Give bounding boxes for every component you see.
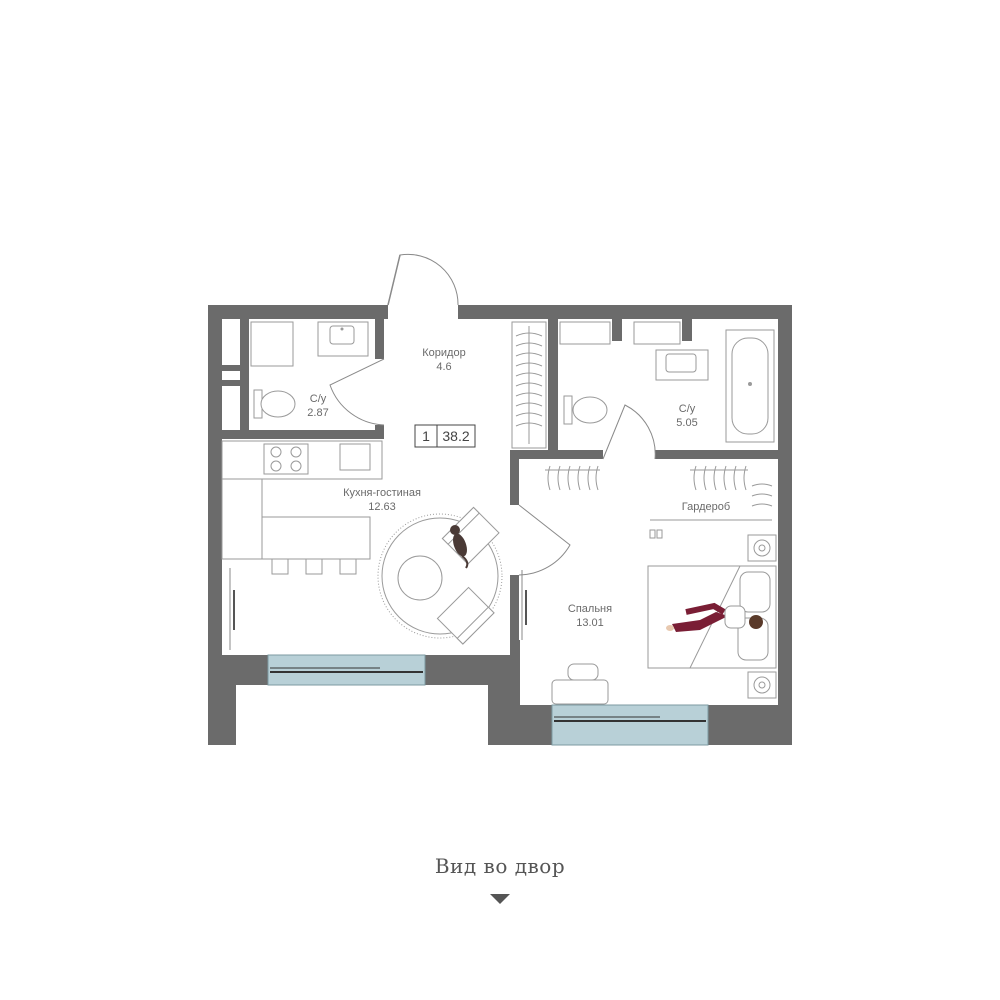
kitchen-furniture: [221, 440, 383, 575]
apartment-badge: 1 38.2: [414, 424, 476, 448]
window-kitchen: [267, 654, 426, 686]
room-labels: Коридор 4.6 С/у 2.87 С/у 5.05 Кухня-гост…: [307, 347, 730, 629]
living-area: [377, 506, 503, 645]
badge-total-area: 38.2: [442, 428, 469, 444]
label-wardrobe-name: Гардероб: [682, 501, 730, 513]
label-corridor-area: 4.6: [436, 361, 451, 373]
label-corridor-name: Коридор: [422, 347, 465, 359]
window-left-side: [229, 568, 235, 650]
window-bedroom: [551, 704, 709, 746]
windows: [229, 568, 709, 746]
label-bathroom-large-name: С/у: [679, 403, 696, 415]
label-bathroom-small-area: 2.87: [307, 407, 328, 419]
window-bedroom-side: [521, 570, 527, 640]
badge-rooms-count: 1: [422, 428, 430, 444]
label-bathroom-small-name: С/у: [310, 393, 327, 405]
view-direction-label: Вид во двор: [434, 854, 566, 878]
exterior-walls: [208, 305, 792, 745]
doors: [329, 253, 656, 576]
label-bedroom-name: Спальня: [568, 603, 612, 615]
cat-illustration: [450, 525, 469, 569]
bathroom-small-fixtures: [250, 321, 369, 419]
label-kitchen-living-area: 12.63: [368, 501, 396, 513]
label-kitchen-living-name: Кухня-гостиная: [343, 487, 421, 499]
wardrobe-room-furniture: [545, 465, 773, 539]
bedroom-furniture: [551, 534, 777, 705]
bathroom-large-fixtures: [559, 321, 775, 443]
interior-walls: [222, 319, 778, 660]
person-illustration: [666, 602, 763, 632]
corridor-wardrobe: [511, 321, 547, 449]
label-bedroom-area: 13.01: [576, 617, 604, 629]
label-bathroom-large-area: 5.05: [676, 417, 697, 429]
view-direction-arrow-icon: [490, 894, 510, 904]
